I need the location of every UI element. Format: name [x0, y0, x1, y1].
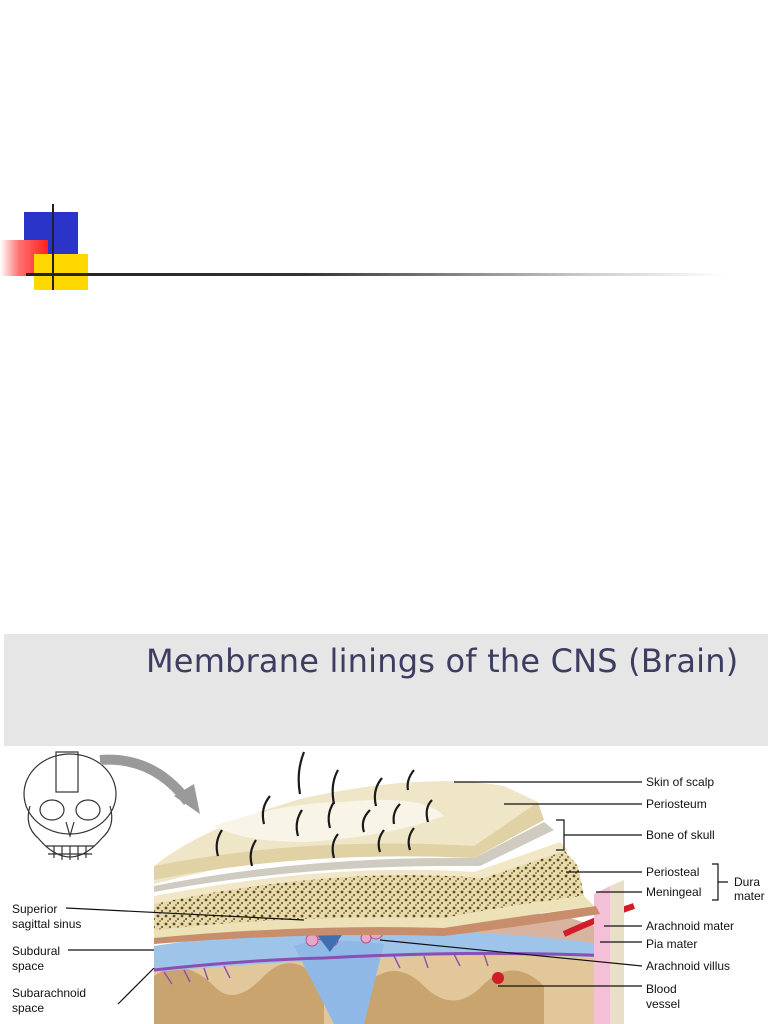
diagram-panel: Skin of scalp Periosteum Bone of skull P… — [4, 746, 768, 1024]
skull-sketch-icon — [23, 751, 117, 860]
meninges-illustration — [23, 751, 728, 1024]
label-meningeal: Meningeal — [646, 885, 702, 899]
label-superior: Superior — [12, 902, 58, 916]
pointer-arrow-icon — [99, 754, 200, 814]
label-bone-of-skull: Bone of skull — [646, 828, 715, 842]
label-sagittal-sinus: sagittal sinus — [12, 917, 82, 931]
label-blood: Blood — [646, 982, 677, 996]
decor-yellow-square — [34, 254, 88, 290]
label-vessel: vessel — [646, 997, 681, 1011]
label-pia-mater: Pia mater — [646, 937, 698, 951]
decor-vertical-line — [52, 204, 54, 290]
label-mater: mater — [734, 889, 765, 903]
meninges-figure: Membrane linings of the CNS (Brain) — [4, 634, 768, 1024]
label-subarachnoid-space: space — [12, 1001, 45, 1015]
label-subdural: Subdural — [12, 944, 61, 958]
label-arachnoid-mater: Arachnoid mater — [646, 919, 735, 933]
decor-title-underline — [26, 273, 726, 276]
label-periosteal: Periosteal — [646, 865, 700, 879]
label-arachnoid-villus: Arachnoid villus — [646, 959, 731, 973]
label-dura: Dura — [734, 875, 761, 889]
label-subarachnoid: Subarachnoid — [12, 986, 87, 1000]
label-skin-of-scalp: Skin of scalp — [646, 775, 715, 789]
leader-lines — [65, 781, 728, 1005]
figure-title: Membrane linings of the CNS (Brain) — [146, 642, 739, 680]
label-periosteum: Periosteum — [646, 797, 707, 811]
hair-strands-icon — [215, 751, 433, 867]
label-subdural-space: space — [12, 959, 45, 973]
